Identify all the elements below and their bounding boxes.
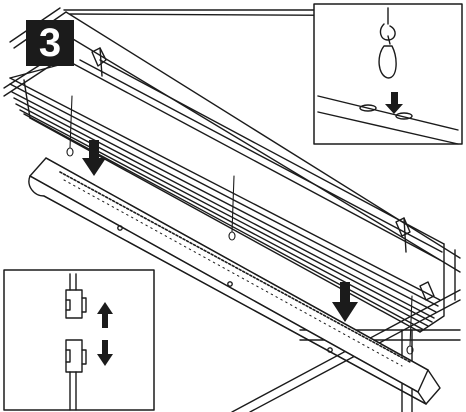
arrow-down-icon [82, 140, 358, 322]
diffuser-panel [28, 157, 441, 405]
hanger-hook-detail [313, 3, 463, 145]
arrow-down-small-icon [97, 340, 113, 366]
suspension-wire [66, 95, 414, 355]
housing-body [9, 47, 445, 333]
step-number: 3 [26, 20, 74, 66]
connector-detail [3, 269, 155, 411]
hanger-hook-icon [378, 7, 397, 79]
arrow-up-icon [97, 302, 113, 328]
connector-plug-icon [65, 273, 87, 411]
